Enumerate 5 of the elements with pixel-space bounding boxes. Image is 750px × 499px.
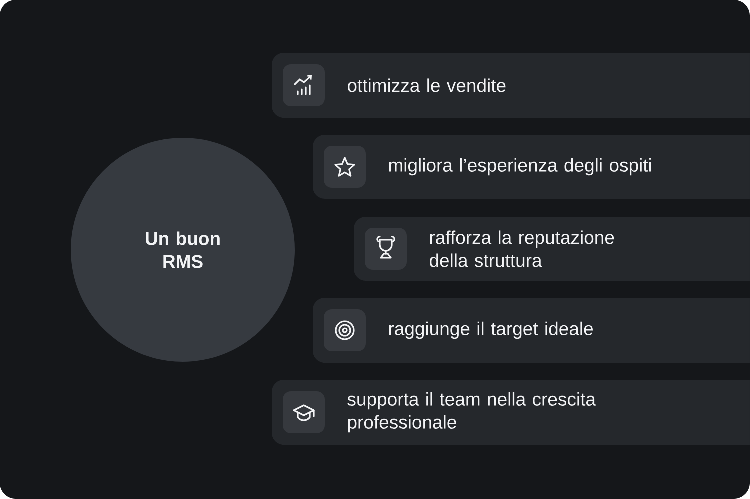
band: migliora l’esperienza degli ospiti [313,135,750,199]
band: supporta il team nella crescita professionale [272,380,750,445]
band: ottimizza le vendite [272,53,750,118]
band: rafforza la reputazione della struttura [354,217,750,281]
band: raggiunge il target ideale [313,298,750,363]
